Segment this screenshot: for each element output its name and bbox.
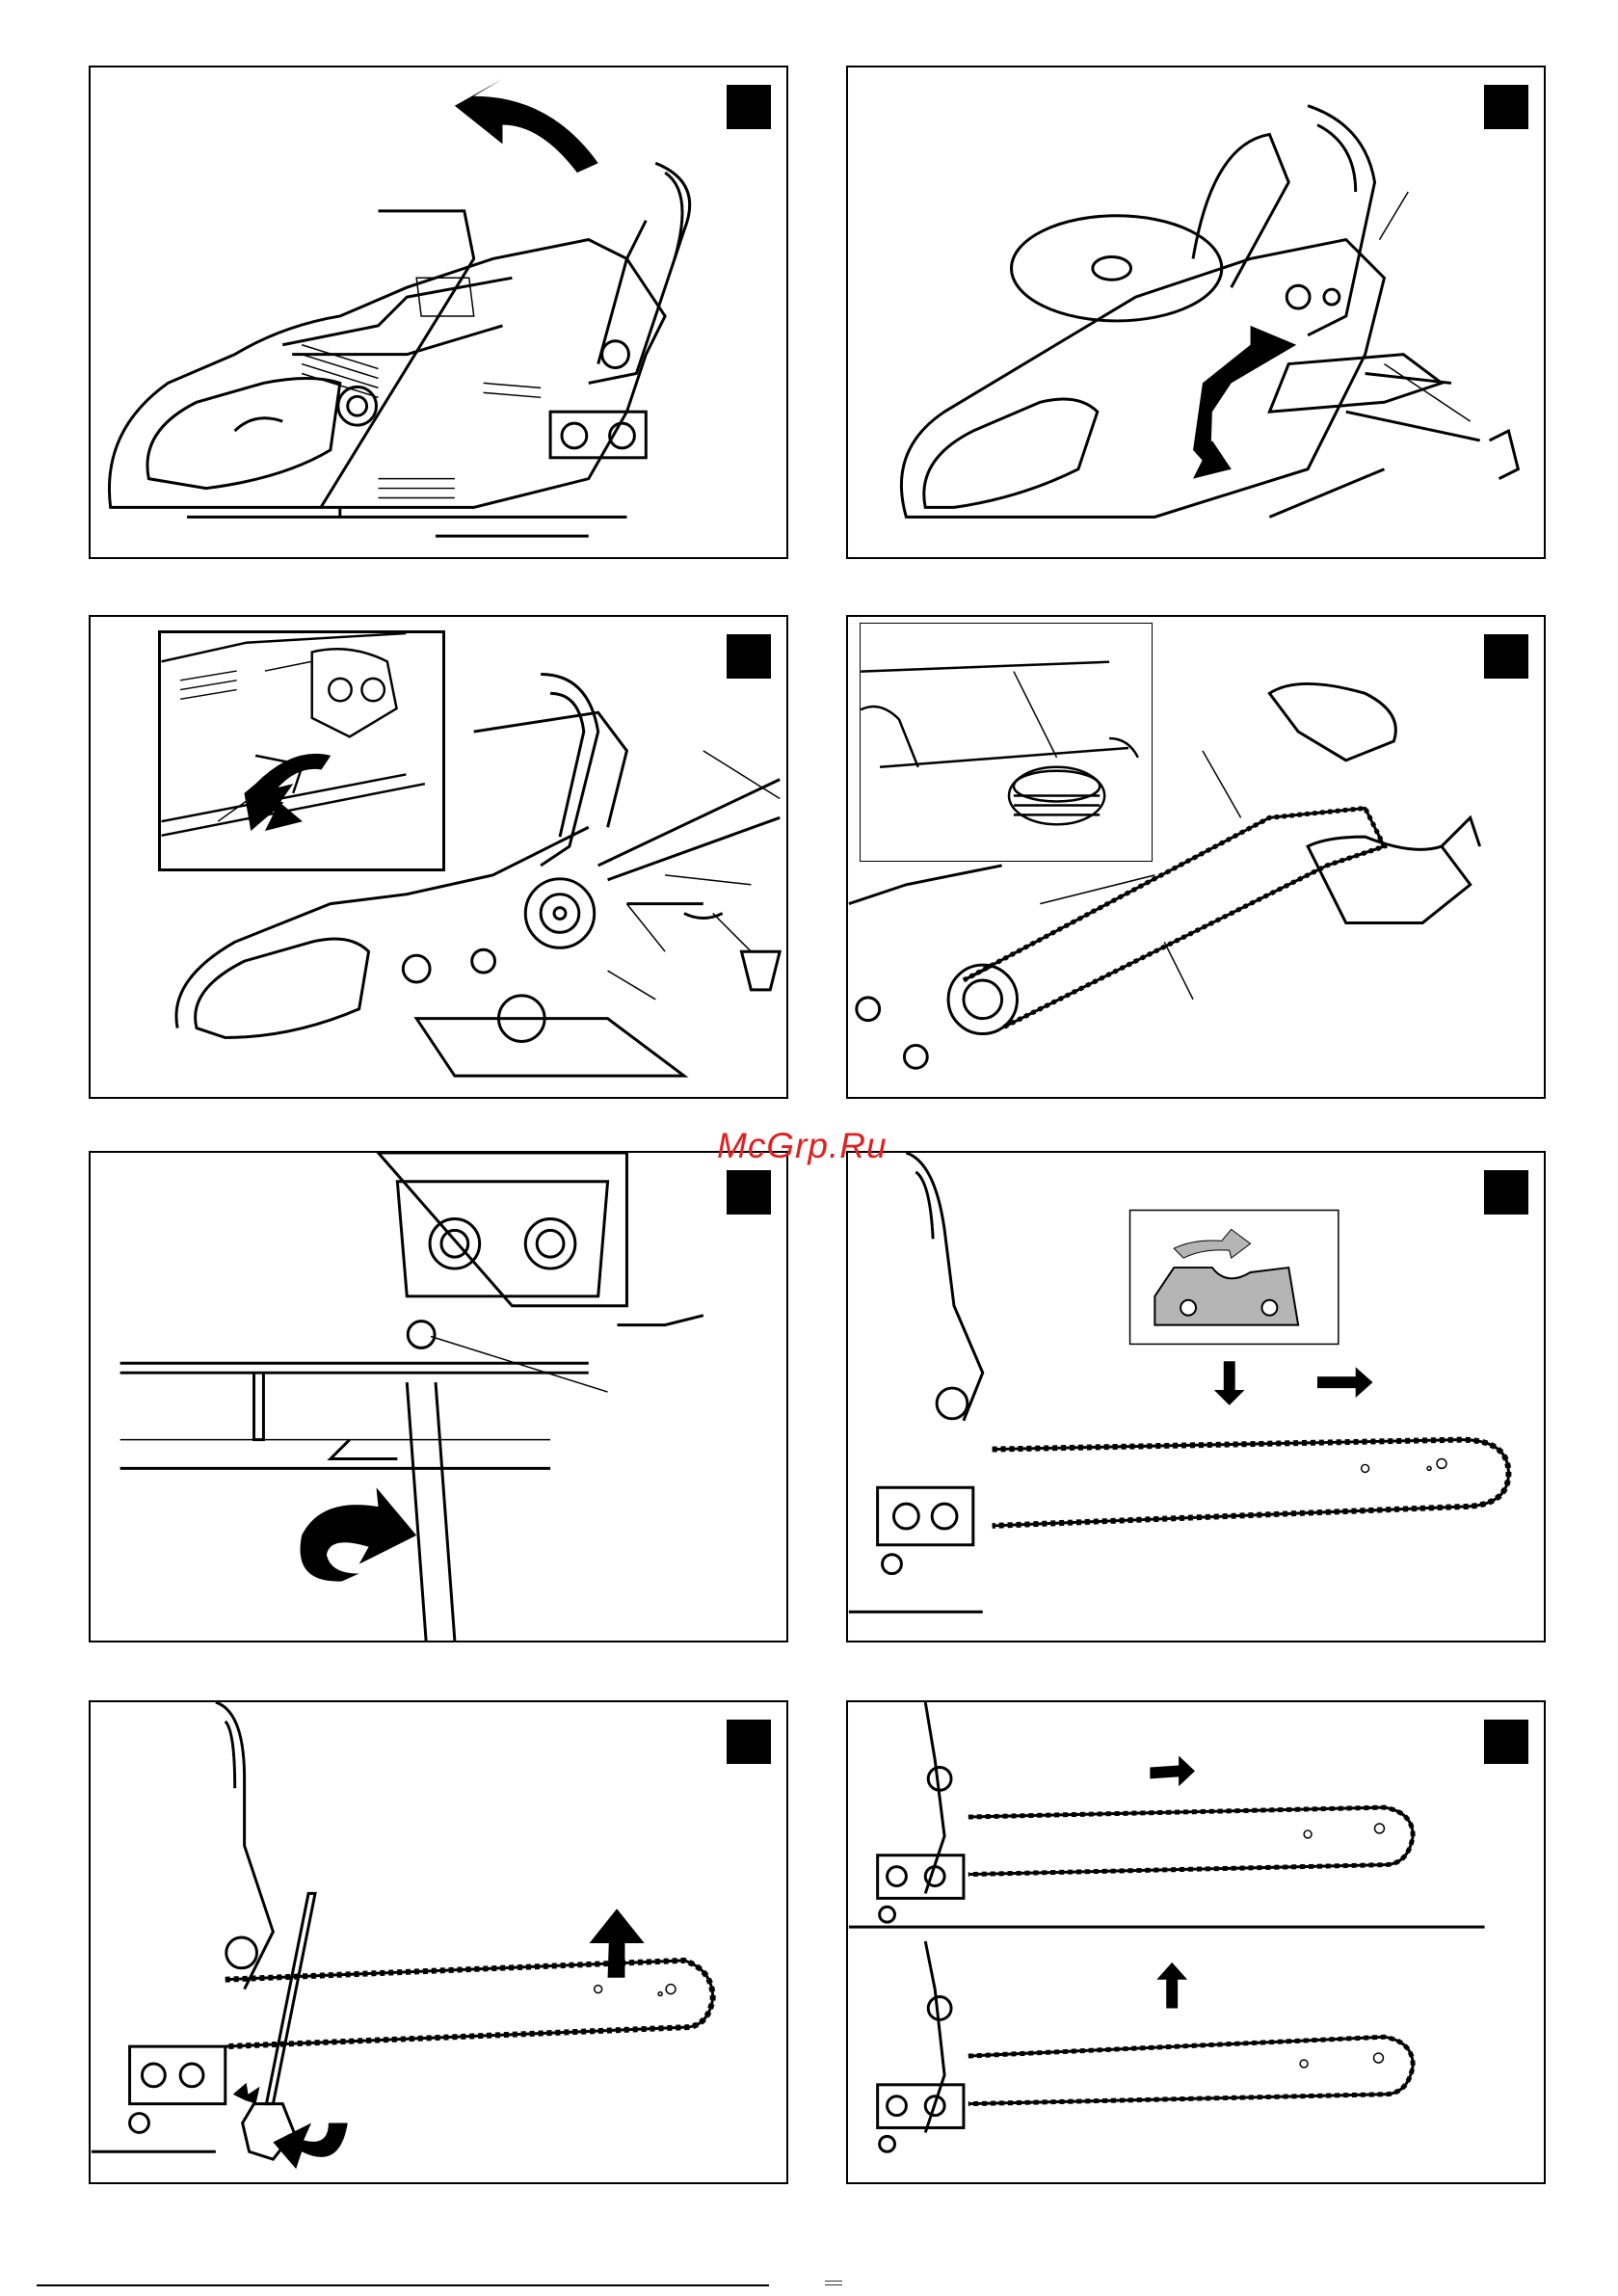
tension-screw-illustration [91,1153,786,1641]
chainsaw-side-illustration [91,67,786,557]
chain-direction-illustration [848,1153,1544,1641]
figure-number-badge [727,634,771,679]
sprocket-inset-illustration [861,624,1152,861]
footer-mark [825,2281,842,2285]
tighten-bar-nuts-panel [89,1700,788,2184]
chainsaw-angled-illustration [848,67,1544,557]
figure-number-badge [727,85,771,129]
inset-illustration [161,633,442,868]
chain-direction-panel [846,1151,1546,1642]
detail-inset [158,630,445,871]
open-chain-brake-panel [89,66,788,559]
footer-rule [37,2284,769,2286]
check-tension-panel [846,1700,1546,2184]
figure-number-badge [727,1170,771,1215]
fit-chain-on-bar-panel [846,615,1546,1099]
figure-number-badge [1484,634,1528,679]
figure-number-badge [727,1720,771,1764]
bar-nuts-illustration [91,1702,786,2182]
remove-sprocket-cover-panel [89,615,788,1099]
figure-number-badge [1484,1720,1528,1764]
tension-screw-panel [89,1151,788,1642]
figure-number-badge [1484,1170,1528,1215]
tension-check-illustration [848,1702,1544,2182]
sprocket-detail-inset [860,623,1153,862]
figure-number-badge [1484,85,1528,129]
chain-brake-engaged-panel [846,66,1546,559]
watermark-text: McGrp.Ru [717,1126,888,1166]
